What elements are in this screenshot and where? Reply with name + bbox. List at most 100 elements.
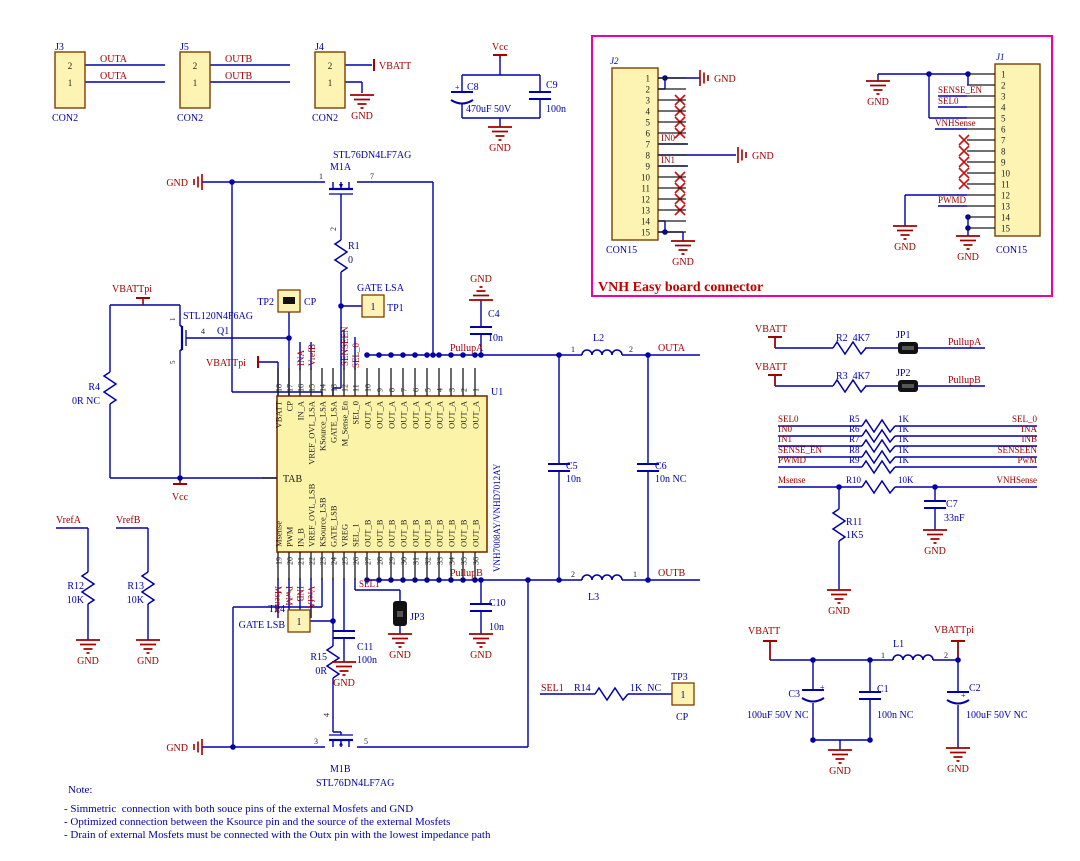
symbol	[581, 349, 623, 356]
junction-dot	[230, 744, 236, 750]
row-sel0-r: SEL_0	[1012, 414, 1038, 424]
u1-bottom-pin-name: OUT_B	[387, 519, 397, 547]
vbatt-flag-bl: VBATT	[748, 626, 780, 637]
j2-box	[611, 67, 659, 241]
row-in1-r: INB	[1022, 434, 1038, 444]
u1-top-pin-name: KSource_LSA	[318, 400, 328, 451]
c11-ref: C11	[357, 642, 373, 653]
gnd-symbol	[827, 589, 851, 604]
j2-net-in1: IN1	[661, 155, 675, 165]
r2-label: R2 4K7	[836, 333, 870, 344]
j4-ref: J4	[315, 42, 324, 53]
junction-dot	[645, 352, 651, 358]
pullupb-bus: PullupB	[450, 568, 483, 579]
jp1-jumper	[898, 342, 918, 354]
q1-pin5: 5	[169, 360, 177, 364]
gnd-label: GND	[470, 274, 492, 285]
no-connect-x	[958, 167, 970, 179]
c9-ref: C9	[546, 80, 558, 91]
junction-dot	[926, 71, 932, 77]
u1-bottom-pin-name: SEL_1	[351, 523, 361, 547]
j3-net-1: OUTA	[100, 54, 128, 65]
c2-ref: C2	[969, 683, 981, 694]
u1-bottom-pin-name: GATE_LSB	[329, 505, 339, 547]
row-pwmd-r: PwM	[1017, 455, 1037, 465]
net-sel0-top: SEL_0	[351, 342, 361, 368]
gnd-label: GND	[137, 656, 159, 667]
row-in0-l: IN0	[778, 424, 792, 434]
c2-val: 100uF 50V NC	[966, 710, 1028, 721]
net-inb-bot: INB	[295, 586, 305, 602]
j1-pin-9: 9	[1001, 158, 1006, 168]
junction-dot	[810, 657, 816, 663]
vcc-flag-top: Vcc	[492, 42, 509, 53]
component-symbols	[80, 91, 970, 705]
q1-mosfet	[180, 325, 190, 351]
junction-dot	[478, 577, 484, 583]
tp4-ref: TP4	[268, 604, 285, 615]
u1-bottom-pin-num: 23	[319, 557, 328, 565]
junction-dot	[364, 352, 370, 358]
m1b-pin5: 5	[364, 737, 368, 746]
u1-top-pin-name: OUT_A	[399, 400, 409, 429]
symbol	[80, 571, 96, 605]
u1-top-pin-name: OUT_A	[471, 400, 481, 429]
u1-top-pin-num: 14	[319, 384, 328, 392]
m1a-arrow	[339, 184, 343, 189]
gnd-symbol	[737, 147, 747, 163]
m1a-pin2: 2	[329, 227, 338, 231]
u1-bottom-pin-num: 27	[364, 557, 373, 565]
gnd-label: GND	[166, 743, 188, 754]
gnd-symbol	[488, 126, 512, 141]
j2-pin-11: 11	[641, 184, 650, 194]
junction-dot	[645, 577, 651, 583]
j3-pin-1: 1	[68, 78, 73, 88]
gnd-symbol	[671, 240, 695, 255]
no-connect-x	[958, 134, 970, 146]
u1-top-pin-num: 5	[424, 388, 433, 392]
row-msense-l: Msense	[778, 475, 806, 485]
j2-pin-1: 1	[646, 74, 651, 84]
junction-dot	[448, 352, 454, 358]
tp1-box	[361, 294, 385, 318]
c10-ref: C10	[489, 598, 506, 609]
net-pwm-bot: PwM	[284, 586, 294, 606]
gnd-label: GND	[894, 242, 916, 253]
row-sel0-val: 1K	[898, 414, 910, 424]
c11-val: 100n	[357, 655, 377, 666]
j2-pin-13: 13	[641, 206, 651, 216]
r1-ref: R1	[348, 241, 360, 252]
symbol	[861, 459, 896, 475]
j2-pin-10: 10	[641, 173, 651, 183]
sel1-net-1: SEL1	[359, 579, 380, 589]
no-connect-x	[958, 178, 970, 190]
r11-val: 1K5	[846, 530, 863, 541]
gnd-symbol	[193, 739, 203, 755]
j1-pin-7: 7	[1001, 136, 1006, 146]
gnd-label: GND	[389, 650, 411, 661]
gnd-symbol	[332, 661, 356, 676]
j2-pin-3: 3	[646, 96, 651, 106]
u1-top-pin-num: 17	[286, 384, 295, 392]
u1-bottom-pin-name: OUT_B	[423, 519, 433, 547]
net-senseen-top: SENSEEN	[340, 326, 350, 366]
tp2-pad-bar	[283, 297, 295, 304]
u1-bottom-pin-num: 33	[436, 557, 445, 565]
c8-plus: +	[455, 83, 460, 92]
symbol	[594, 686, 629, 702]
u1-top-pin-num: 13	[330, 384, 339, 392]
u1-bottom-pin-name: PWM	[285, 526, 295, 547]
u1-bottom-pin-name: VREG	[340, 524, 350, 547]
m1b-pin4: 4	[322, 713, 331, 717]
vrefb-label: VrefB	[116, 515, 141, 526]
sel1-net-2: SEL1	[541, 683, 564, 694]
u1-bottom-pin-name: OUT_B	[435, 519, 445, 547]
row-msense-val: 10K	[898, 475, 914, 485]
gnd-label: GND	[351, 111, 373, 122]
u1-bottom-pin-name: OUT_B	[363, 519, 373, 547]
c9-val: 100n	[546, 104, 566, 115]
jp3-ref: JP3	[410, 612, 424, 623]
u1-bottom-pin-num: 20	[286, 557, 295, 565]
j2-pin-15: 15	[641, 228, 651, 238]
u1-top-pin-num: 9	[376, 388, 385, 392]
